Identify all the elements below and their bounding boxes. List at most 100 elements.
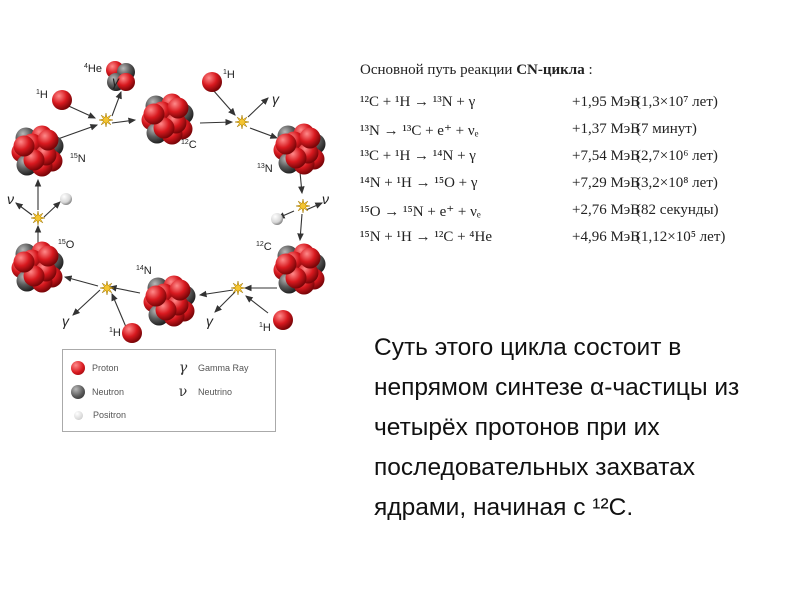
gamma-symbol: γ: [62, 313, 70, 329]
nucleus-n15: [11, 125, 64, 177]
reaction-row: ¹²C + ¹H → ¹³N + γ +1,95 МэВ(1,3×10⁷ лет): [360, 94, 790, 121]
label-he4: 4He: [84, 63, 102, 75]
proton-ball: [122, 323, 142, 343]
diagram-legend: Proton Neutron Positron γ Gamma Ray ν Ne…: [62, 349, 276, 432]
neutron-icon: [71, 385, 85, 399]
label-h1-top: 1H: [36, 89, 48, 101]
cn-cycle-diagram: 4He 1H 1H 12C 13N 15N 15O 12C 14N 1H 1H …: [7, 61, 329, 343]
proton-ball: [13, 135, 35, 157]
nucleus-o15: [11, 241, 64, 293]
label-n14: 14N: [136, 265, 152, 277]
reaction-row: ¹³N → ¹³C + e⁺ + νₑ +1,37 МэВ(7 минут): [360, 121, 790, 148]
panel-title-suffix: :: [584, 62, 593, 78]
panel-title: Основной путь реакции CN-цикла :: [360, 62, 790, 79]
label-c12-top: 12C: [181, 139, 197, 151]
positron-ball: [60, 193, 72, 205]
reaction-sparks: [30, 112, 311, 296]
legend-neutrino: ν Neutrino: [175, 384, 232, 400]
legend-neutrino-label: Neutrino: [198, 387, 233, 397]
label-n13: 13N: [257, 163, 273, 175]
label-h1-bottom-left: 1H: [109, 327, 121, 339]
proton-ball: [37, 129, 59, 151]
reaction-equation: ¹⁵O → ¹⁵N + e⁺ + νₑ: [360, 204, 481, 220]
reaction-row: ¹⁵O → ¹⁵N + e⁺ + νₑ +2,76 МэВ(82 секунды): [360, 202, 790, 229]
panel-title-bold: CN-цикла: [516, 62, 585, 78]
reaction-equation: ¹⁵N + ¹H → ¹²C + ⁴He: [360, 229, 493, 245]
reaction-row: ¹⁵N + ¹H → ¹²C + ⁴He +4,96 МэВ(1,12×10⁵ л…: [360, 229, 790, 256]
spark-icon: [98, 112, 114, 128]
positron-ball: [271, 213, 283, 225]
panel-title-prefix: Основной путь реакции: [360, 62, 517, 78]
reaction-time: (1,3×10⁷ лет): [636, 94, 718, 110]
reaction-list: ¹²C + ¹H → ¹³N + γ +1,95 МэВ(1,3×10⁷ лет)…: [360, 94, 790, 256]
label-h1-bottom-right: 1H: [259, 322, 271, 334]
legend-neutron-label: Neutron: [92, 387, 125, 397]
gamma-symbol: γ: [272, 91, 280, 107]
neutrino-icon: ν: [178, 384, 188, 400]
proton-ball: [13, 251, 35, 273]
label-c12-right: 12C: [256, 241, 272, 253]
reaction-row: ¹⁴N + ¹H → ¹⁵O + γ +7,29 МэВ(3,2×10⁸ лет): [360, 175, 790, 202]
proton-ball: [167, 97, 189, 119]
proton-ball: [275, 133, 297, 155]
legend-neutron: Neutron: [71, 385, 124, 399]
positron-icon: [74, 410, 83, 420]
nucleus-he4: [106, 61, 135, 91]
proton-icon: [71, 361, 85, 375]
proton-ball: [299, 127, 321, 149]
reaction-panel: Основной путь реакции CN-цикла : ¹²C + ¹…: [360, 62, 790, 256]
spark-icon: [30, 210, 46, 226]
nu-symbol: ν: [7, 191, 14, 207]
proton-ball: [169, 279, 191, 301]
reaction-time: (82 секунды): [636, 202, 719, 218]
reaction-equation: ¹³N → ¹³C + e⁺ + νₑ: [360, 123, 479, 139]
reaction-energy: +1,95 МэВ: [572, 94, 641, 110]
nuclei: [11, 61, 326, 327]
legend-proton: Proton: [71, 361, 119, 375]
spark-icon: [99, 280, 115, 296]
nucleus-c13: [273, 243, 326, 295]
nucleus-c12: [141, 93, 194, 145]
reaction-equation: ¹³C + ¹H → ¹⁴N + γ: [360, 148, 476, 164]
reaction-time: (3,2×10⁸ лет): [636, 175, 718, 191]
gamma-icon: γ: [178, 360, 188, 376]
reaction-equation: ¹⁴N + ¹H → ¹⁵O + γ: [360, 175, 478, 191]
spark-icon: [295, 198, 311, 214]
proton-ball: [202, 72, 222, 92]
proton-ball: [275, 253, 297, 275]
proton-ball: [117, 73, 135, 91]
label-n15: 15N: [70, 153, 86, 165]
reaction-arrows: [15, 89, 324, 328]
reaction-energy: +4,96 МэВ: [572, 229, 641, 245]
nucleus-n14: [143, 275, 196, 327]
proton-ball: [145, 285, 167, 307]
reaction-row: ¹³C + ¹H → ¹⁴N + γ +7,54 МэВ(2,7×10⁶ лет): [360, 148, 790, 175]
label-h1-upper-right: 1H: [223, 69, 235, 81]
proton-ball: [52, 90, 72, 110]
proton-ball: [273, 310, 293, 330]
reaction-equation: ¹²C + ¹H → ¹³N + γ: [360, 94, 476, 110]
gamma-symbol: γ: [112, 73, 120, 89]
nu-symbol: ν: [322, 191, 329, 207]
nucleus-n13: [273, 123, 326, 175]
reaction-energy: +2,76 МэВ: [572, 202, 641, 218]
reaction-time: (2,7×10⁶ лет): [636, 148, 718, 164]
proton-ball: [37, 245, 59, 267]
gamma-symbol: γ: [206, 313, 214, 329]
spark-icon: [230, 280, 246, 296]
legend-gamma: γ Gamma Ray: [175, 360, 249, 376]
legend-proton-label: Proton: [92, 363, 119, 373]
reaction-energy: +1,37 МэВ: [572, 121, 641, 137]
legend-positron-label: Positron: [93, 410, 127, 420]
reaction-time: (7 минут): [636, 121, 697, 137]
proton-ball: [299, 247, 321, 269]
reaction-energy: +7,29 МэВ: [572, 175, 641, 191]
summary-text: Суть этого цикла состоит в непрямом синт…: [374, 334, 740, 521]
legend-gamma-label: Gamma Ray: [198, 363, 249, 373]
label-o15: 15O: [58, 239, 75, 251]
reaction-energy: +7,54 МэВ: [572, 148, 641, 164]
spark-icon: [234, 114, 250, 130]
proton-ball: [143, 103, 165, 125]
reaction-time: (1,12×10⁵ лет): [636, 229, 726, 245]
